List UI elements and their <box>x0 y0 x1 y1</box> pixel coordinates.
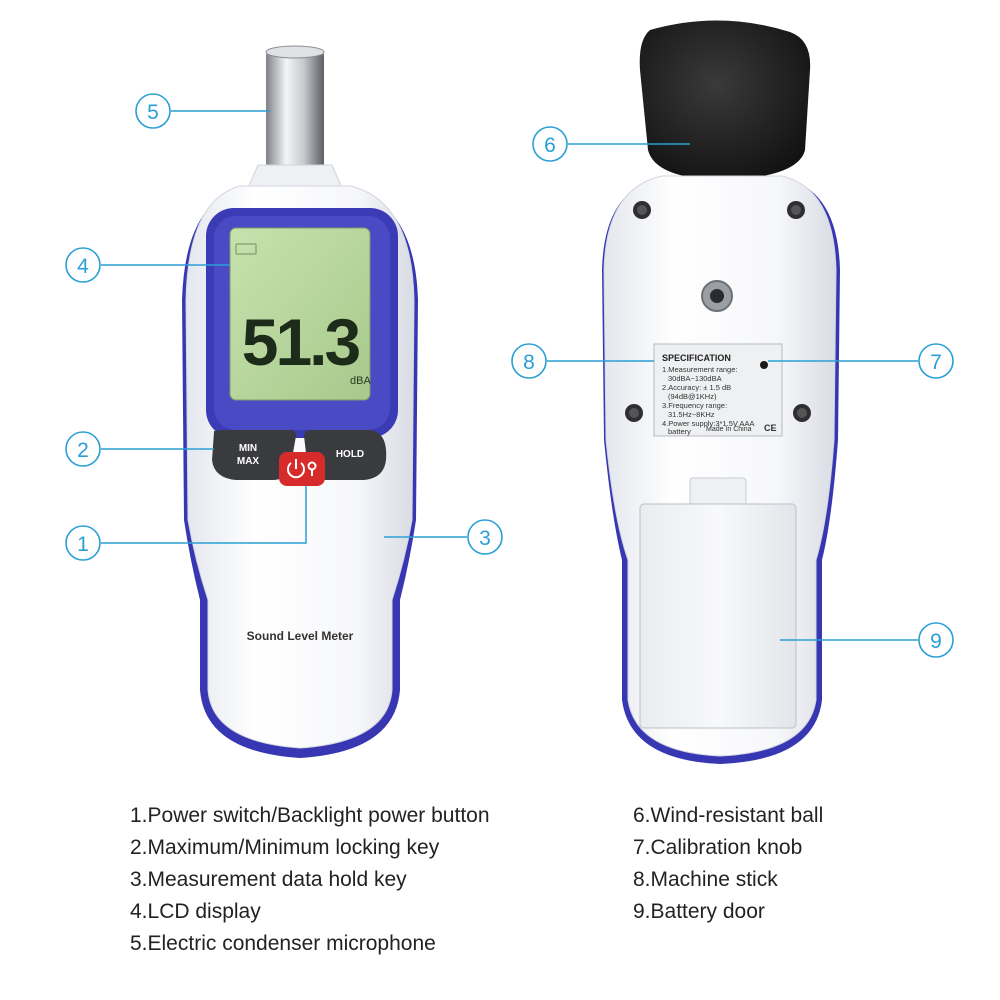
legend-right: 6.Wind-resistant ball 7.Calibration knob… <box>633 800 823 928</box>
legend-item: 1.Power switch/Backlight power button <box>130 804 490 827</box>
hold-label: HOLD <box>336 449 364 460</box>
svg-text:5: 5 <box>147 101 159 124</box>
leader-line-1 <box>101 486 307 544</box>
wind-resistant-ball <box>639 20 811 180</box>
made-in-label: Made In China <box>706 426 752 433</box>
callout-9: 9 <box>918 622 954 658</box>
min-max-button[interactable] <box>212 430 296 480</box>
calibration-knob[interactable] <box>760 361 768 369</box>
back-device: SPECIFICATION 1.Measurement range: 30dBA… <box>602 20 840 764</box>
svg-text:4: 4 <box>77 255 89 278</box>
front-device: 51.3 dBA MIN MAX HOLD Sound Level Meter <box>182 45 418 758</box>
spec-line: 31.5Hz~8KHz <box>668 410 715 419</box>
spec-label <box>653 343 783 437</box>
microphone-tip <box>265 45 325 59</box>
callout-2: 2 <box>65 431 101 467</box>
lcd-unit: dBA <box>350 375 371 387</box>
svg-text:1: 1 <box>77 533 89 556</box>
legend-item: 9.Battery door <box>633 900 765 923</box>
power-button[interactable] <box>279 452 325 486</box>
spec-lines: 1.Measurement range: 30dBA~130dBA 2.Accu… <box>662 365 755 436</box>
legend-item: 7.Calibration knob <box>633 836 803 859</box>
callout-markers: 5 4 2 1 3 6 8 7 <box>65 93 954 658</box>
callout-7: 7 <box>918 343 954 379</box>
spec-title: SPECIFICATION <box>662 353 731 363</box>
callout-3: 3 <box>467 519 503 555</box>
spec-line: 1.Measurement range: <box>662 365 737 374</box>
max-label: MAX <box>237 456 260 467</box>
battery-door[interactable] <box>639 503 797 729</box>
ce-mark: CE <box>764 423 777 433</box>
callout-5: 5 <box>135 93 171 129</box>
spec-line: 30dBA~130dBA <box>668 374 722 383</box>
min-label: MIN <box>239 443 257 454</box>
callout-4: 4 <box>65 247 101 283</box>
svg-text:6: 6 <box>544 134 556 157</box>
lcd-reading: 51.3 <box>242 305 360 379</box>
svg-text:7: 7 <box>930 351 942 374</box>
spec-line: (94dB@1KHz) <box>668 392 717 401</box>
callout-1: 1 <box>65 525 101 561</box>
legend-item: 8.Machine stick <box>633 868 778 891</box>
svg-text:3: 3 <box>479 527 491 550</box>
screw-icons <box>625 201 811 422</box>
battery-icon <box>235 243 257 255</box>
lcd-screen <box>229 227 371 401</box>
spec-line: 3.Frequency range: <box>662 401 727 410</box>
leader-lines <box>101 110 918 641</box>
legend-item: 5.Electric condenser microphone <box>130 932 436 955</box>
legend-item: 2.Maximum/Minimum locking key <box>130 836 440 859</box>
power-icon <box>287 459 317 479</box>
callout-6: 6 <box>532 126 568 162</box>
callout-8: 8 <box>511 343 547 379</box>
spec-line: 4.Power supply:3*1.5V AAA <box>662 419 755 428</box>
legend-item: 6.Wind-resistant ball <box>633 804 824 827</box>
legend-item: 4.LCD display <box>130 900 261 923</box>
legend-left: 1.Power switch/Backlight power button 2.… <box>130 800 490 960</box>
legend-item: 3.Measurement data hold key <box>130 868 407 891</box>
spec-line: battery <box>668 427 691 436</box>
microphone-rod <box>266 50 324 170</box>
svg-text:2: 2 <box>77 439 89 462</box>
svg-text:9: 9 <box>930 630 942 653</box>
device-label: Sound Level Meter <box>247 629 354 643</box>
spec-line: 2.Accuracy: ± 1.5 dB <box>662 383 731 392</box>
svg-text:8: 8 <box>523 351 535 374</box>
